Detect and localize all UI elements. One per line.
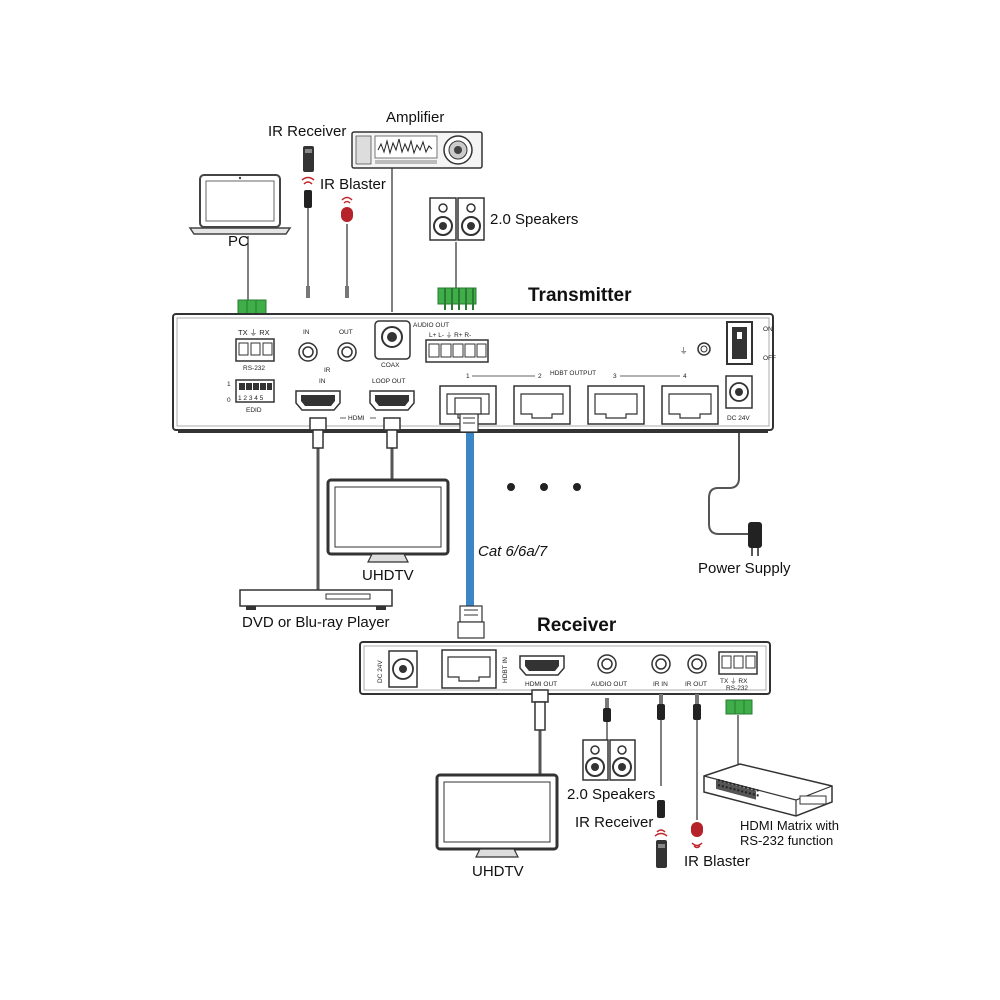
hdmi-matrix-icon <box>703 763 833 817</box>
receiver-title: Receiver <box>537 615 617 636</box>
tx-coax-label: COAX <box>381 362 400 369</box>
tx-ir-in-jack <box>298 342 318 362</box>
power-supply-icon <box>748 522 762 556</box>
ir-blaster-top-label: IR Blaster <box>320 176 386 193</box>
tx-dc-jack <box>725 375 753 409</box>
rx-hdbt-in-port <box>441 649 497 689</box>
rx-ir-out-plug-icon <box>693 694 701 720</box>
tx-edid-label: EDID <box>246 407 262 414</box>
tx-port3-number: 3 <box>613 373 617 380</box>
ir-receiver-top-icon <box>301 146 315 298</box>
hdmi-matrix-label-line2: RS-232 function <box>740 833 833 848</box>
tx-power-switch <box>726 321 753 365</box>
rx-ir-in-plug-icon <box>657 694 665 720</box>
tx-port1-number: 1 <box>466 373 470 380</box>
pc-laptop-icon <box>188 174 292 235</box>
tx-edid-dip-switch <box>235 379 275 403</box>
tx-ground-symbol: ⏚ <box>680 346 688 355</box>
tx-on-label: ON <box>763 326 773 333</box>
tx-rs232-label: RS-232 <box>243 365 265 372</box>
rx-audio-plug-icon <box>603 698 611 722</box>
ir-blaster-bottom-icon <box>691 822 703 849</box>
speakers-top-label: 2.0 Speakers <box>490 211 578 228</box>
tx-rj45-plug-icon <box>454 397 482 433</box>
rx-hdmi-out-port <box>519 655 565 676</box>
ir-blaster-top-icon <box>341 196 353 298</box>
rx-rs232-terminal-plug-icon <box>725 699 753 715</box>
rx-audio-out-jack <box>597 654 617 674</box>
tx-ground-screw-icon <box>697 342 711 356</box>
ir-receiver-bottom-icon <box>654 800 668 868</box>
rx-rs232-label: RS-232 <box>726 685 748 692</box>
tx-ir-label: IR <box>324 367 331 374</box>
rx-rj45-plug-icon <box>457 605 485 639</box>
uhdtv-bottom-label: UHDTV <box>472 863 524 880</box>
cat-cable-label: Cat 6/6a/7 <box>478 543 548 560</box>
uhdtv-top-label: UHDTV <box>362 567 414 584</box>
speakers-bottom-label: 2.0 Speakers <box>567 786 655 803</box>
rx-hdmi-plug-icon <box>531 689 549 731</box>
uhdtv-top-icon <box>326 478 450 563</box>
cables <box>247 168 748 820</box>
tx-audio-pins-label: L+ L- ⏚ R+ R- <box>429 331 471 339</box>
tx-hdmi-loop-out-port <box>369 390 415 411</box>
tx-rs232-port <box>235 338 275 362</box>
rx-ir-out-jack <box>687 654 707 674</box>
tx-edid-nums-label: 1 2 3 4 5 <box>238 395 264 402</box>
tx-hdbt-port-3 <box>587 385 645 425</box>
tx-hdmi-label: HDMI <box>348 415 365 422</box>
amplifier-icon <box>351 131 483 169</box>
tx-hdmi-in-plug-icon <box>309 417 327 449</box>
ir-blaster-bottom-label: IR Blaster <box>684 853 750 870</box>
rx-hdmi-out-label: HDMI OUT <box>525 681 557 688</box>
rx-dc-jack <box>388 650 418 688</box>
hdmi-matrix-label-line1: HDMI Matrix with <box>740 818 839 833</box>
more-receivers-dots <box>507 483 581 491</box>
tx-off-label: OFF <box>763 355 776 362</box>
rx-dc-label: DC 24V <box>377 660 384 683</box>
dvd-player-icon <box>239 589 393 610</box>
tx-audio-out-terminal <box>425 339 489 363</box>
rx-audio-out-label: AUDIO OUT <box>591 681 627 688</box>
tx-hdmi-in-port <box>295 390 341 411</box>
tx-port4-number: 4 <box>683 373 687 380</box>
tx-hdmi-in-label: IN <box>319 378 326 385</box>
tx-hdmi-loop-out-label: LOOP OUT <box>372 378 406 385</box>
amplifier-label: Amplifier <box>386 109 444 126</box>
dvd-player-label: DVD or Blu-ray Player <box>242 614 390 631</box>
tx-ir-out-label: OUT <box>339 329 353 336</box>
tx-hdmi-loop-plug-icon <box>383 417 401 449</box>
receiver-device <box>359 641 771 695</box>
tx-edid-1-label: 1 <box>227 381 231 388</box>
tx-hdbt-port-2 <box>513 385 571 425</box>
speakers-top-icon <box>429 197 485 241</box>
rx-ir-in-jack <box>651 654 671 674</box>
tx-ir-out-jack <box>337 342 357 362</box>
tx-audio-out-label: AUDIO OUT <box>413 322 449 329</box>
transmitter-title: Transmitter <box>528 285 632 306</box>
tx-port2-number: 2 <box>538 373 542 380</box>
rx-ir-out-label: IR OUT <box>685 681 707 688</box>
speakers-bottom-icon <box>582 739 636 781</box>
audio-terminal-plug-icon <box>437 287 477 310</box>
tx-dc-label: DC 24V <box>727 415 750 422</box>
rx-hdbt-in-label: HDBT IN <box>502 657 509 683</box>
rs232-terminal-plug-icon <box>237 299 267 315</box>
rx-rs232-port <box>718 651 758 675</box>
tx-ir-in-label: IN <box>303 329 310 336</box>
rx-rs232-pins-label: TX ⏚ RX <box>720 677 748 685</box>
ir-receiver-top-label: IR Receiver <box>268 123 346 140</box>
pc-label: PC <box>228 233 249 250</box>
tx-coax-port <box>374 320 411 360</box>
tx-edid-0-label: 0 <box>227 397 231 404</box>
tx-hdbt-output-label: HDBT OUTPUT <box>550 370 596 377</box>
ir-receiver-bottom-label: IR Receiver <box>575 814 653 831</box>
tx-rs232-pins-label: TX ⏚ RX <box>238 328 270 337</box>
rx-ir-in-label: IR IN <box>653 681 668 688</box>
tx-hdbt-port-4 <box>661 385 719 425</box>
uhdtv-bottom-icon <box>435 773 559 858</box>
power-supply-label: Power Supply <box>698 560 791 577</box>
